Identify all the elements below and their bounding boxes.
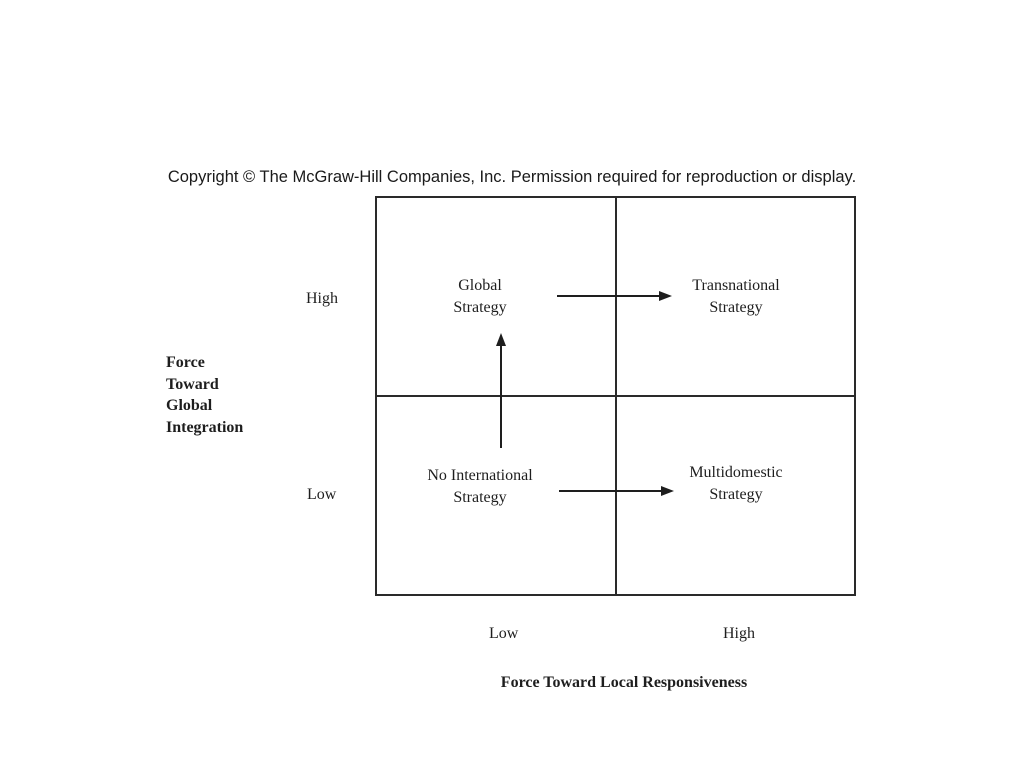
- x-tick-high: High: [723, 625, 755, 642]
- quadrant-transnational-strategy: Transnational Strategy: [692, 277, 780, 316]
- x-tick-low: Low: [489, 625, 519, 642]
- arrow-up-no-international-to-global: [496, 333, 506, 448]
- quadrant-no-international-strategy: No International Strategy: [427, 467, 533, 506]
- y-tick-low: Low: [307, 486, 337, 503]
- quadrant-multidomestic-strategy: Multidomestic Strategy: [689, 464, 783, 503]
- arrow-right-global-to-transnational: [557, 291, 672, 301]
- y-tick-high: High: [306, 290, 338, 307]
- y-axis-label: Force Toward Global Integration: [166, 354, 244, 436]
- x-axis-label: Force Toward Local Responsiveness: [500, 674, 748, 691]
- matrix-horizontal-divider: [375, 395, 856, 397]
- quadrant-global-strategy: Global Strategy: [453, 277, 507, 316]
- arrow-right-no-international-to-multidomestic: [559, 486, 674, 496]
- copyright-notice: Copyright © The McGraw-Hill Companies, I…: [167, 168, 857, 186]
